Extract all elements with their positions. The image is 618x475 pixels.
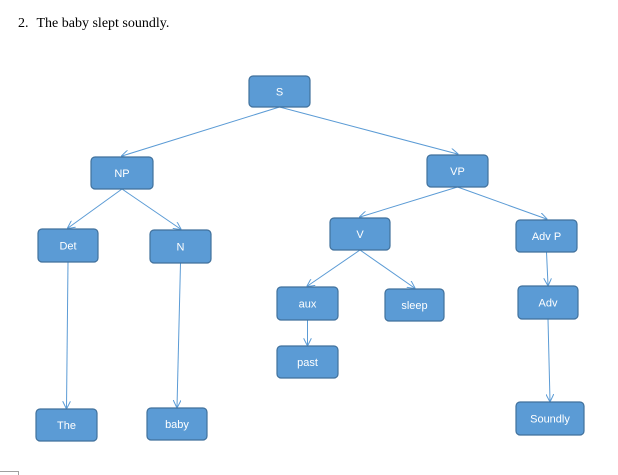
node-box-det <box>37 228 99 263</box>
node-label-baby: baby <box>165 419 189 431</box>
node-box-soundly <box>515 401 585 436</box>
example-number: 2. <box>18 16 29 31</box>
node-v: V <box>329 217 391 251</box>
node-np: NP <box>90 156 154 190</box>
node-label-s: S <box>276 87 283 99</box>
node-label-n: N <box>177 242 185 254</box>
node-box-v <box>329 217 391 251</box>
node-box-past <box>276 345 339 379</box>
node-soundly: Soundly <box>515 401 585 436</box>
node-box-the <box>35 408 98 442</box>
node-box-aux <box>276 286 339 321</box>
node-label-adv: Adv <box>539 298 558 310</box>
node-box-n <box>149 229 212 264</box>
edge-adv-to-soundly <box>548 318 550 401</box>
example-sentence: 2. The baby slept soundly. <box>18 16 169 32</box>
edge-advp-to-adv <box>547 251 549 285</box>
tree-edges <box>67 106 551 408</box>
node-box-advp <box>515 219 578 253</box>
edge-np-to-n <box>121 188 181 229</box>
node-label-past: past <box>297 357 318 369</box>
edge-np-to-det <box>68 188 123 228</box>
node-box-sleep <box>384 288 445 322</box>
node-label-the: The <box>57 420 76 432</box>
node-label-aux: aux <box>299 299 317 311</box>
node-past: past <box>276 345 339 379</box>
node-box-adv <box>517 285 579 320</box>
node-s: S <box>248 75 311 108</box>
node-label-v: V <box>356 229 364 241</box>
node-vp: VP <box>426 154 489 188</box>
edge-n-to-baby <box>177 262 181 407</box>
page-corner-mark <box>0 471 19 475</box>
node-box-s <box>248 75 311 108</box>
edge-vp-to-advp <box>457 186 547 219</box>
node-box-np <box>90 156 154 190</box>
node-box-baby <box>146 407 208 441</box>
node-baby: baby <box>146 407 208 441</box>
node-adv: Adv <box>517 285 579 320</box>
node-box-vp <box>426 154 489 188</box>
edge-det-to-the <box>67 261 69 408</box>
node-label-advp: Adv P <box>532 231 561 243</box>
node-advp: Adv P <box>515 219 578 253</box>
node-label-soundly: Soundly <box>530 414 570 426</box>
node-label-vp: VP <box>450 166 465 178</box>
sentence-text: The baby slept soundly. <box>36 16 170 31</box>
edge-v-to-sleep <box>359 249 415 288</box>
node-sleep: sleep <box>384 288 445 322</box>
node-n: N <box>149 229 212 264</box>
edge-vp-to-v <box>360 186 458 217</box>
edge-s-to-np <box>122 106 280 156</box>
node-label-np: NP <box>114 168 129 180</box>
edge-v-to-aux <box>308 249 361 286</box>
node-det: Det <box>37 228 99 263</box>
node-label-sleep: sleep <box>401 300 427 312</box>
node-the: The <box>35 408 98 442</box>
node-aux: aux <box>276 286 339 321</box>
edge-s-to-vp <box>279 106 458 154</box>
node-label-det: Det <box>59 241 76 253</box>
